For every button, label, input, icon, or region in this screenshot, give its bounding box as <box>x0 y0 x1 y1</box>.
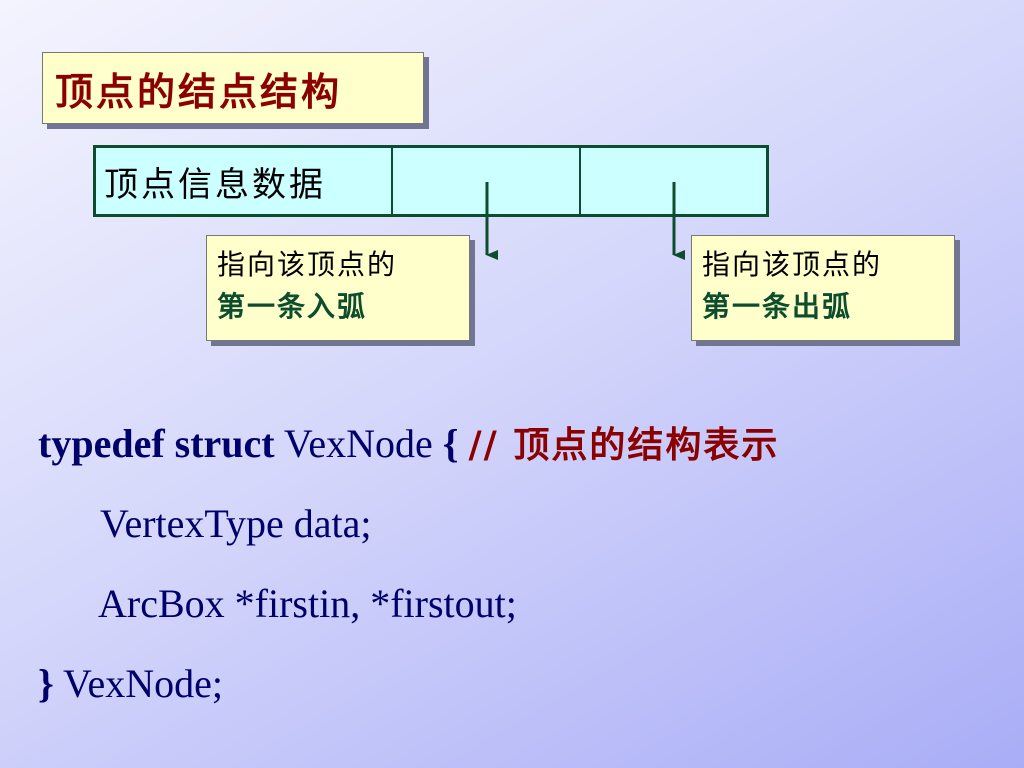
code-close-brace: } <box>38 661 54 706</box>
code-struct-name: VexNode <box>283 421 433 466</box>
firstout-callout: 指向该顶点的 第一条出弧 <box>691 235 955 341</box>
code-keyword-struct: struct <box>174 421 275 466</box>
code-open-brace: { <box>442 421 459 466</box>
firstout-callout-line2: 第一条出弧 <box>702 290 853 323</box>
code-line-4: } VexNode; <box>38 652 998 732</box>
title-text: 顶点的结点结构 <box>55 68 343 114</box>
vertex-node-structure: 顶点信息数据 <box>93 145 769 217</box>
title-box: 顶点的结点结构 <box>42 52 424 124</box>
data-field-cell: 顶点信息数据 <box>96 148 393 214</box>
firstin-callout-line1: 指向该顶点的 <box>217 248 398 281</box>
firstin-callout: 指向该顶点的 第一条入弧 <box>206 235 470 341</box>
code-block: typedef struct VexNode { // 顶点的结构表示 Vert… <box>38 412 998 732</box>
code-keyword-typedef: typedef <box>38 421 165 466</box>
firstout-callout-line1: 指向该顶点的 <box>702 248 883 281</box>
code-line-2: VertexType data; <box>100 501 372 546</box>
code-line-3: ArcBox *firstin, *firstout; <box>98 581 517 626</box>
data-field-label: 顶点信息数据 <box>104 164 326 205</box>
code-line-1: typedef struct VexNode { // 顶点的结构表示 <box>38 412 998 492</box>
firstin-field-cell <box>393 148 581 214</box>
code-typedef-name: VexNode; <box>53 661 224 706</box>
code-comment: // 顶点的结构表示 <box>468 424 780 466</box>
firstin-callout-line2: 第一条入弧 <box>217 290 368 323</box>
